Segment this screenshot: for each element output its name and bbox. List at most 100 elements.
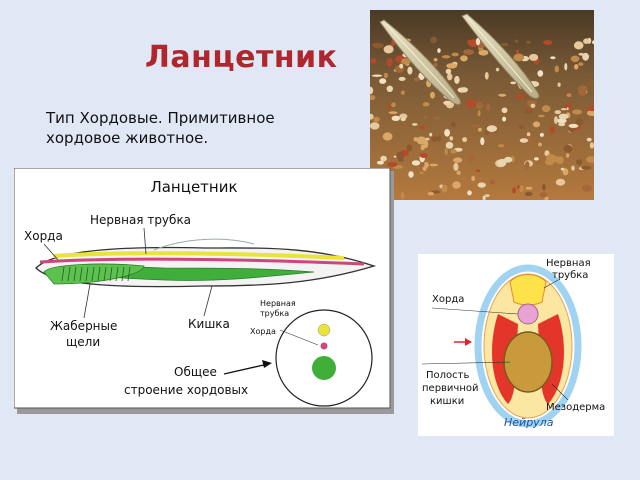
label-small-neural: Нервная [260, 299, 296, 308]
diagram-heading: Ланцетник [150, 178, 237, 196]
gravel-pebble [379, 78, 387, 84]
gravel-pebble [443, 100, 451, 106]
cross-chorda [320, 342, 328, 350]
gravel-pebble [527, 137, 533, 145]
gravel-pebble [532, 121, 541, 128]
gravel-pebble [407, 66, 413, 75]
gravel-pebble [370, 122, 380, 130]
neurula-diagram: Нервная трубка Хорда Полость первичной к… [418, 254, 614, 436]
gravel-pebble [577, 85, 588, 92]
gravel-pebble [460, 55, 468, 62]
gravel-pebble [451, 52, 459, 57]
gravel-pebble [576, 159, 583, 165]
gravel-pebble [433, 62, 438, 68]
gravel-pebble [563, 144, 573, 153]
gravel-pebble [441, 184, 448, 193]
gravel-pebble [484, 72, 489, 80]
gravel-pebble [586, 156, 594, 163]
gravel-pebble [450, 149, 457, 154]
gravel-pebble [387, 104, 391, 110]
slide-title: Ланцетник [145, 40, 338, 75]
gravel-pebble [422, 102, 430, 107]
label-neurula-neural: Нервная [546, 258, 591, 269]
gravel-pebble [510, 81, 517, 85]
pharynx [43, 263, 145, 285]
gravel-pebble [409, 142, 415, 146]
gravel-pebble [376, 160, 384, 165]
gravel-pebble [468, 154, 474, 163]
gravel-pebble [575, 118, 584, 126]
label-neural-tube: Нервная трубка [90, 213, 191, 227]
gravel-pebble [453, 157, 463, 163]
gravel-pebble [425, 137, 430, 141]
gravel-pebble [472, 96, 479, 101]
gravel-pebble [430, 36, 437, 44]
gravel-pebble [555, 178, 566, 186]
gravel-pebble [586, 110, 594, 116]
gravel-pebble [408, 171, 414, 178]
gravel-pebble [543, 40, 553, 45]
gravel-pebble [467, 190, 472, 196]
gravel-pebble [554, 65, 559, 73]
gravel-pebble [459, 87, 468, 93]
gravel-pebble [583, 38, 590, 44]
cross-neural-tube [317, 323, 331, 337]
gravel-pebble [399, 63, 404, 69]
gravel-pebble [530, 103, 536, 109]
gravel-pebble [558, 122, 566, 127]
gravel-pebble [471, 124, 480, 128]
label-common: Общее [174, 365, 217, 379]
slide-description: Тип Хордовые. Примитивное хордовое живот… [46, 109, 275, 147]
gravel-pebble [568, 123, 579, 128]
gravel-pebble [486, 125, 497, 132]
lancelet-diagram: Ланцетник Хорда Нервная трубка Жаберные … [14, 168, 394, 414]
gravel-pebble [495, 67, 500, 72]
gravel-pebble [519, 125, 524, 129]
neurula-caption: Нейрула [504, 416, 554, 429]
gravel-pebble [537, 70, 544, 77]
gravel-pebble [504, 156, 513, 163]
gravel-pebble [560, 167, 565, 171]
gravel-pebble [477, 110, 481, 117]
red-arrow-icon [465, 338, 472, 346]
gravel-pebble [578, 62, 584, 66]
gravel-pebble [527, 108, 533, 112]
gravel-pebble [445, 68, 452, 75]
gravel-pebble [546, 154, 550, 161]
gravel-pebble [373, 116, 380, 123]
gravel-pebble [497, 144, 505, 148]
gravel-pebble [478, 49, 489, 56]
gravel-pebble [445, 141, 454, 149]
gravel-pebble [534, 157, 539, 161]
neural-tube [53, 251, 345, 260]
gravel-pebble [382, 132, 393, 141]
gravel-pebble [573, 41, 584, 50]
label-cavity: Полость [426, 370, 469, 381]
gravel-pebble [542, 183, 546, 191]
dorsal-fin [153, 238, 255, 251]
gravel-pebble [373, 42, 384, 49]
gravel-pebble [431, 136, 439, 142]
gravel-pebble [422, 166, 427, 172]
label-mesoderm: Мезодерма [546, 402, 605, 413]
gravel-pebble [413, 137, 418, 142]
label-small-neural-2: трубка [260, 309, 289, 318]
gravel-pebble [444, 129, 450, 137]
gravel-pebble [574, 64, 579, 70]
gravel-pebble [380, 155, 387, 162]
gravel-pebble [571, 165, 575, 171]
gravel-pebble [513, 53, 525, 62]
gravel-pebble [529, 53, 539, 61]
gravel-pebble [502, 116, 507, 122]
gravel-pebble [557, 118, 567, 124]
gravel-pebble [446, 63, 458, 69]
gravel-pebble [549, 126, 556, 134]
gravel-pebble [391, 102, 396, 108]
gravel-pebble [444, 147, 448, 156]
chorda [39, 257, 365, 266]
gravel-pebble [592, 40, 594, 45]
gravel-pebble [399, 113, 408, 120]
gravel-pebble [433, 58, 438, 62]
gravel-pebble [453, 163, 459, 171]
gravel-pebble [484, 194, 490, 198]
